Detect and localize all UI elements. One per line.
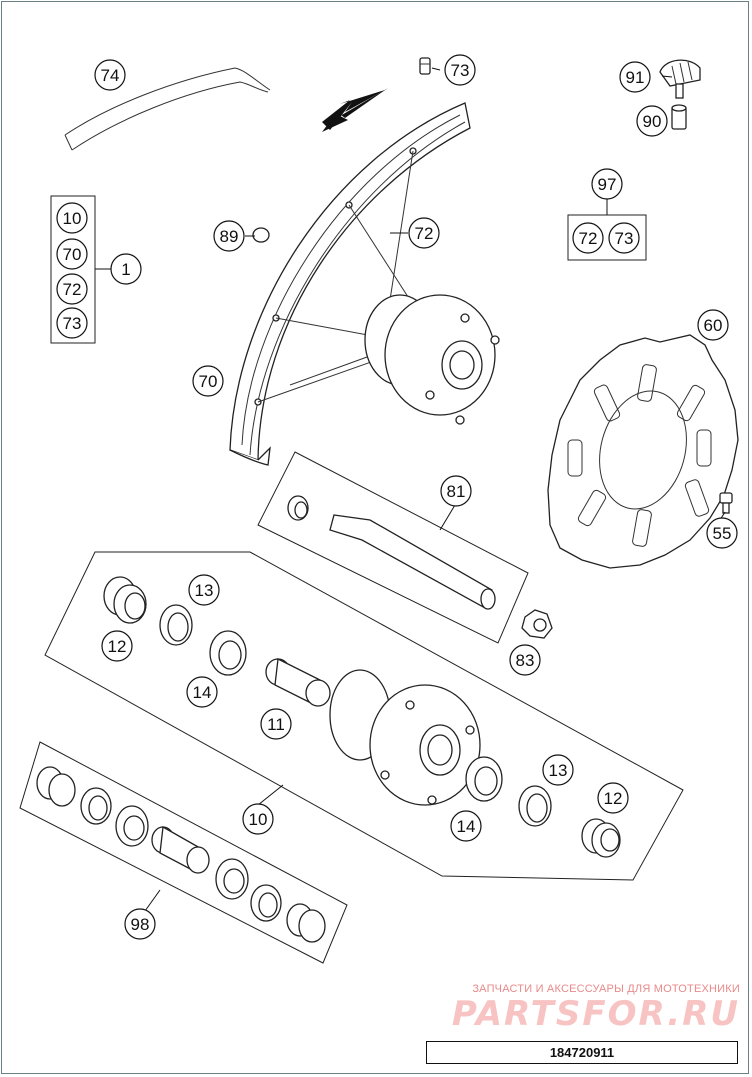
callout-1-73: 73 (56, 307, 88, 339)
svg-text:90: 90 (643, 112, 662, 131)
callout-83: 83 (509, 644, 541, 676)
callout-74: 74 (94, 59, 126, 91)
wheel-rim-70 (229, 102, 471, 466)
spacer-12-right (581, 818, 621, 858)
callout-97-73: 73 (608, 222, 640, 254)
callout-73-top: 73 (444, 54, 476, 86)
bearing-14-left (209, 630, 247, 676)
callout-55: 55 (706, 517, 738, 549)
repair-kit-98 (36, 766, 326, 943)
callout-90: 90 (636, 105, 668, 137)
callout-1-70: 70 (56, 238, 88, 270)
svg-text:98: 98 (131, 915, 150, 934)
callout-97-72: 72 (572, 222, 604, 254)
svg-text:12: 12 (604, 789, 623, 808)
callout-13-right: 13 (542, 754, 574, 786)
seal-13-left (159, 604, 193, 646)
svg-text:13: 13 (195, 581, 214, 600)
callout-14-left: 14 (186, 676, 218, 708)
callout-12-left: 12 (101, 630, 133, 662)
callout-91: 91 (619, 61, 651, 93)
svg-text:70: 70 (199, 372, 218, 391)
svg-text:70: 70 (63, 245, 82, 264)
watermark-tagline: ЗАПЧАСТИ И АКСЕССУАРЫ ДЛЯ МОТОТЕХНИКИ (472, 983, 740, 995)
spoke-nipple-73 (419, 57, 431, 75)
svg-text:91: 91 (626, 68, 645, 87)
svg-text:81: 81 (447, 482, 466, 501)
svg-text:97: 97 (598, 175, 617, 194)
svg-text:55: 55 (713, 524, 732, 543)
svg-text:83: 83 (516, 651, 535, 670)
callout-98: 98 (124, 908, 156, 940)
callout-89: 89 (213, 220, 245, 252)
svg-text:12: 12 (108, 637, 127, 656)
callout-1-10: 10 (56, 202, 88, 234)
seal-13-right (518, 785, 552, 827)
callout-1-72: 72 (56, 273, 88, 305)
callout-1: 1 (110, 253, 142, 285)
svg-text:1: 1 (121, 260, 130, 279)
wheel-hub (364, 294, 500, 425)
spacer-sleeve-11 (265, 658, 331, 707)
callout-10-group: 10 (242, 803, 274, 835)
svg-text:72: 72 (63, 280, 82, 299)
svg-text:72: 72 (415, 224, 434, 243)
callout-70-rim: 70 (192, 365, 224, 397)
rim-tape-74 (64, 67, 271, 151)
svg-text:72: 72 (579, 229, 598, 248)
callout-60: 60 (697, 309, 729, 341)
brake-disc-60 (547, 334, 739, 569)
svg-text:10: 10 (249, 810, 268, 829)
callout-14-right: 14 (450, 810, 482, 842)
callout-11: 11 (260, 708, 292, 740)
svg-text:14: 14 (193, 683, 212, 702)
screw-55 (719, 492, 733, 514)
callout-72-spoke: 72 (408, 217, 440, 249)
cap-89 (252, 227, 270, 243)
group-box-81 (257, 451, 529, 644)
group-box-98 (19, 741, 348, 964)
svg-text:14: 14 (457, 817, 476, 836)
valve-91 (659, 59, 701, 99)
svg-text:11: 11 (267, 715, 285, 734)
svg-text:73: 73 (615, 229, 634, 248)
callout-81: 81 (440, 475, 472, 507)
axle-nut-83 (521, 609, 553, 639)
svg-text:60: 60 (704, 316, 723, 335)
svg-text:73: 73 (451, 61, 470, 80)
callout-97: 97 (591, 168, 623, 200)
svg-text:73: 73 (63, 314, 82, 333)
hub-assembly (329, 669, 481, 806)
spacer-12-left (103, 576, 147, 624)
document-number: 184720911 (426, 1041, 738, 1064)
svg-text:89: 89 (220, 227, 239, 246)
valve-nut-90 (671, 104, 687, 130)
axle-81 (287, 495, 496, 610)
callout-13-left: 13 (188, 574, 220, 606)
direction-arrow-icon (322, 88, 388, 132)
callout-12-right: 12 (597, 782, 629, 814)
svg-text:13: 13 (549, 761, 568, 780)
bearing-14-right (465, 756, 503, 802)
svg-text:74: 74 (101, 66, 120, 85)
watermark-logo: PARTSFOR.RU (451, 994, 740, 1034)
svg-text:10: 10 (63, 209, 82, 228)
group-box-10 (44, 551, 684, 881)
